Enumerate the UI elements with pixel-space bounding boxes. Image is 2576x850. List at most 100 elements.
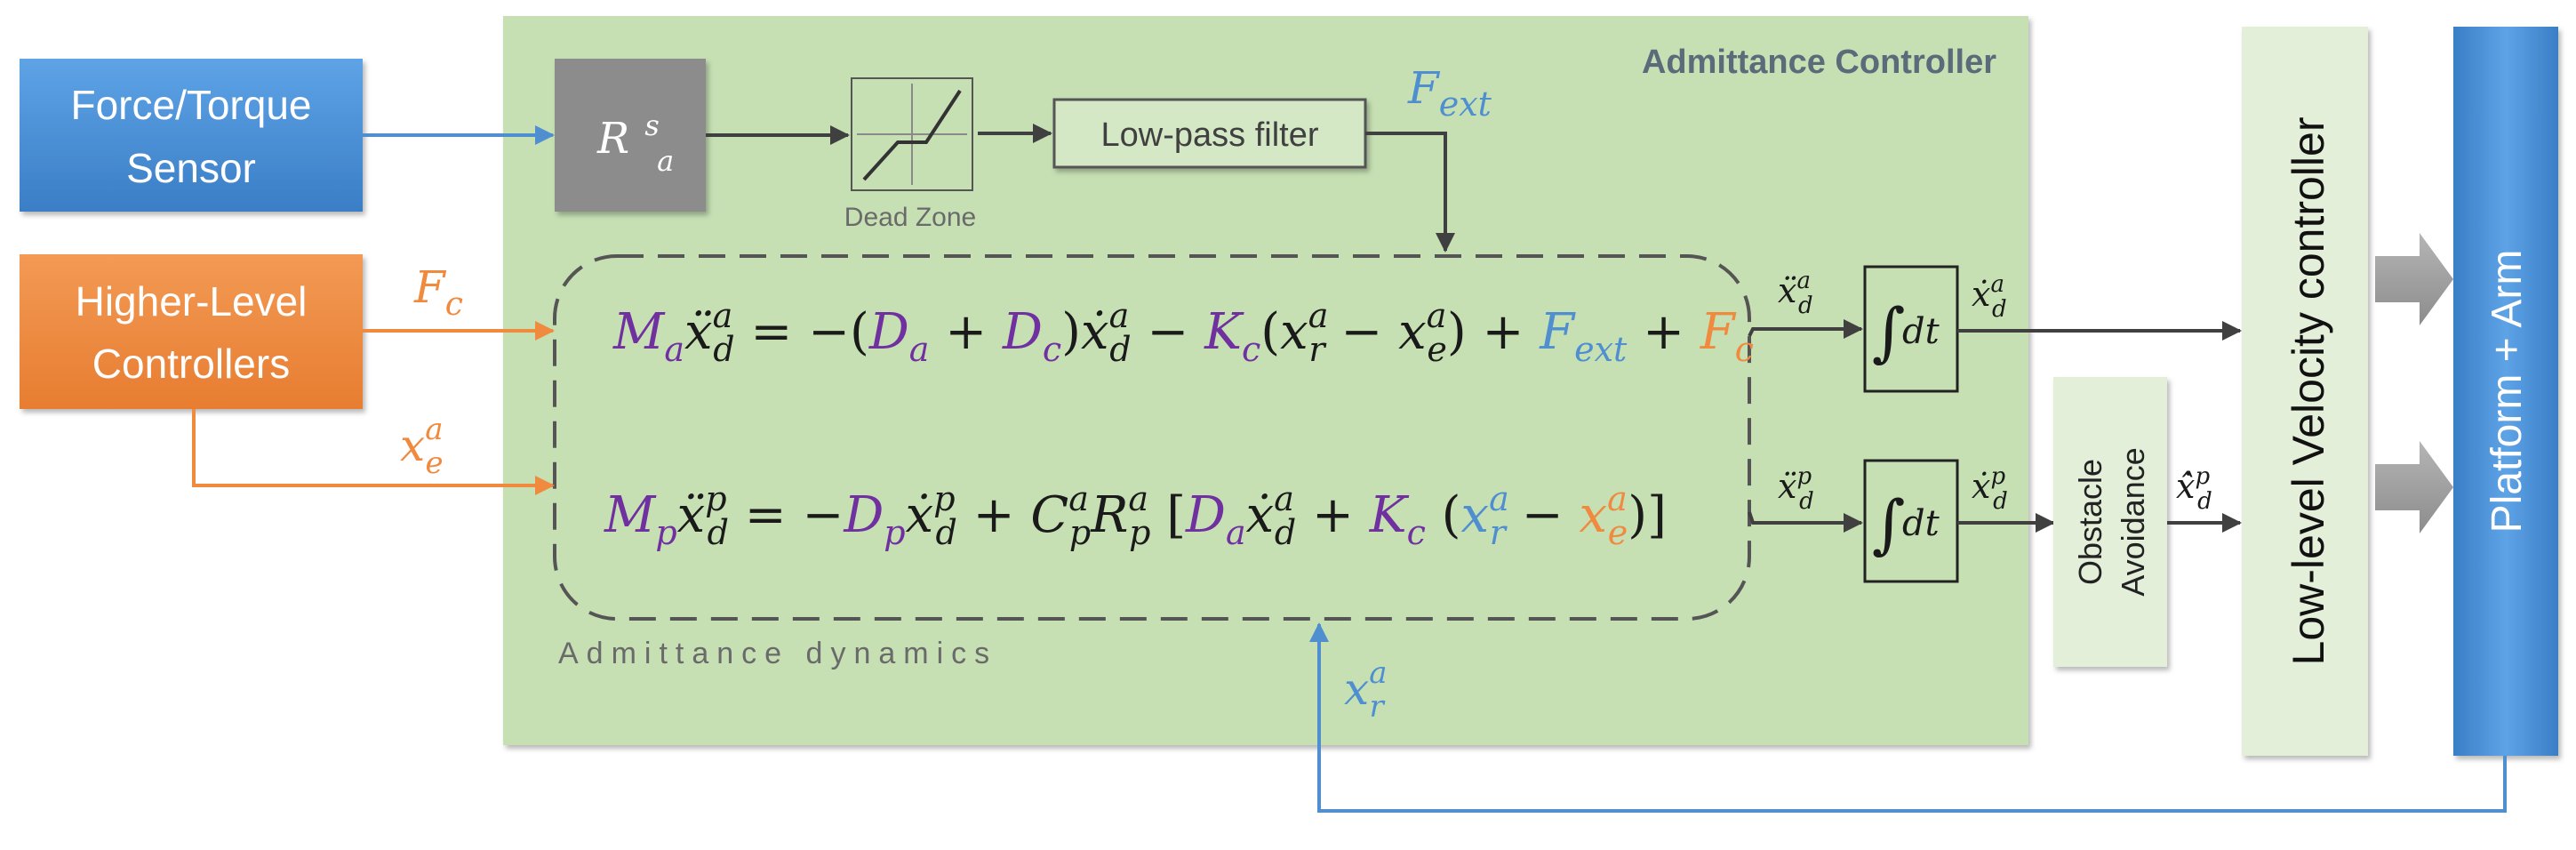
equation-token: +	[957, 486, 1031, 544]
equation-token: D	[1185, 486, 1226, 544]
equation-token: [	[1150, 486, 1186, 544]
equation-token: a	[1427, 296, 1447, 335]
platform-arm-block: Platform + Arm	[2453, 27, 2558, 756]
equation-token: )]	[1628, 486, 1667, 544]
equation-token: x	[1398, 303, 1427, 361]
equation-token: x	[1280, 303, 1308, 361]
fat-arrow-upper-icon	[2375, 233, 2453, 325]
higher-level-controllers-block: Higher-Level Controllers	[20, 254, 363, 409]
equation-token: +	[1627, 303, 1700, 361]
equation-token: ) +	[1447, 303, 1540, 361]
equation-token: +	[1296, 486, 1370, 544]
equation-token: (	[1260, 303, 1280, 361]
equation-token: p	[933, 479, 955, 518]
equation-token: r	[1308, 330, 1327, 369]
obstacle-label-line1: Obstacle	[2072, 459, 2108, 585]
dead-zone-label: Dead Zone	[844, 203, 976, 232]
sensor-label-line2: Sensor	[126, 145, 256, 191]
rotation-sup: s	[644, 108, 659, 142]
equation-token: −	[1506, 486, 1580, 544]
equation-token: a	[1109, 296, 1130, 335]
force-torque-sensor-block: Force/Torque Sensor	[20, 59, 363, 212]
admittance-dynamics-label: Admittance dynamics	[558, 637, 997, 670]
rotation-matrix-block: R s a	[555, 59, 706, 212]
arrow-higher-to-eq2	[192, 409, 555, 495]
equation-token: d	[708, 513, 729, 552]
equation-token: ẍ	[677, 486, 706, 544]
equation-token: ẍ	[684, 303, 713, 361]
equation-token: ẋ	[1081, 303, 1109, 361]
integrator-arm-block: ∫ dt	[1863, 265, 1959, 393]
equation-token: +	[929, 303, 1003, 361]
equation-token: x	[1461, 486, 1490, 544]
higher-label-line2: Controllers	[92, 341, 290, 387]
equation-token: p	[884, 513, 905, 552]
equation-token: r	[1490, 513, 1508, 552]
velocity-controller-block: Low-level Velocity controller	[2242, 27, 2368, 756]
equation-token: a	[1068, 479, 1089, 518]
arrow-feedback-xr	[1309, 622, 2507, 813]
platform-arm-label: Platform + Arm	[2484, 250, 2531, 533]
equation-token: e	[1608, 513, 1628, 552]
dead-zone-curve-icon	[862, 89, 962, 181]
equation-token: = −(	[735, 303, 869, 361]
obstacle-avoidance-block: Obstacle Avoidance	[2053, 377, 2167, 667]
equation-token: p	[705, 479, 726, 518]
equation-token: x	[1579, 486, 1607, 544]
low-pass-filter-block: Low-pass filter	[1052, 98, 1367, 169]
equation-token: d	[1109, 330, 1131, 369]
equation-token: e	[1427, 330, 1447, 369]
equation-token: D	[843, 486, 884, 544]
fat-arrow-lower-icon	[2375, 441, 2453, 533]
equation-token: D	[1002, 303, 1043, 361]
equation-token: c	[1735, 330, 1754, 369]
f-c-signal-label: Fc	[413, 261, 463, 323]
rotation-base: R	[596, 114, 629, 164]
integrator-arm-dt: dt	[1902, 311, 1940, 352]
equation-token: K	[1369, 486, 1410, 544]
equation-token: c	[1043, 330, 1061, 369]
dead-zone-block: Dead Zone	[844, 77, 976, 232]
equation-token: )	[1061, 303, 1081, 361]
rotation-sub: a	[657, 144, 674, 178]
equation-token: a	[1308, 296, 1329, 335]
equation-token: a	[1128, 479, 1148, 518]
integrator-platform-block: ∫ dt	[1863, 459, 1959, 583]
equation-token: a	[664, 330, 684, 369]
controller-title: Admittance Controller	[1642, 44, 1996, 81]
f-ext-signal-label: Fext	[1407, 62, 1492, 124]
equation-token: d	[936, 513, 957, 552]
equation-token: a	[1274, 479, 1294, 518]
equation-token: (	[1426, 486, 1461, 544]
admittance-dynamics-region	[553, 254, 1751, 621]
svg-text:R s a: R s a	[596, 96, 674, 178]
equation-token: a	[909, 330, 930, 369]
equation-token: F	[1539, 303, 1576, 361]
equation-token: = −	[729, 486, 844, 544]
arrow-filter-to-dynamics	[1365, 132, 1455, 253]
integral-sign-icon: ∫	[1872, 294, 1906, 369]
equation-token: a	[1607, 479, 1628, 518]
integrator-platform-dt: dt	[1902, 503, 1940, 544]
equation-token: a	[1489, 479, 1509, 518]
equation-token: M	[612, 303, 666, 361]
equation-token: ẋ	[906, 486, 934, 544]
equation-token: c	[1407, 513, 1426, 552]
equation-token: c	[1242, 330, 1260, 369]
sensor-label-line1: Force/Torque	[70, 82, 311, 128]
equation-token: p	[1129, 513, 1150, 552]
equation-token: p	[655, 513, 676, 552]
arrow-eq1-to-integrator	[1748, 319, 1863, 339]
arrow-eq2-to-integrator	[1748, 511, 1863, 533]
equation-token: F	[1700, 303, 1737, 361]
integral-sign-icon: ∫	[1872, 486, 1906, 561]
equation-token: K	[1204, 303, 1244, 361]
